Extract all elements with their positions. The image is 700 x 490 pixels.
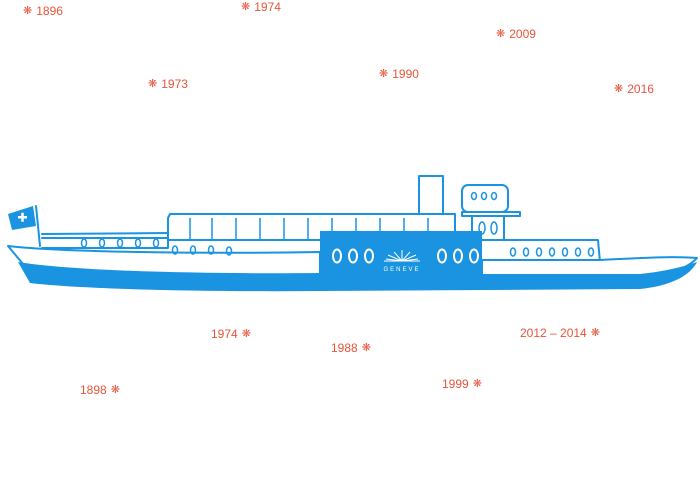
rear-cabin [41, 237, 169, 249]
year-marker-1999[interactable]: 1999 ❋ [442, 377, 482, 391]
sunburst-emblem [384, 250, 420, 262]
star-icon: ❋ [472, 378, 482, 390]
star-icon: ❋ [241, 1, 251, 13]
year-marker-1974-bottom[interactable]: 1974 ❋ [211, 327, 251, 341]
star-icon: ❋ [23, 5, 33, 17]
year-label: 1973 [161, 77, 188, 91]
star-icon: ❋ [614, 83, 624, 95]
chimney [418, 175, 444, 215]
star-icon: ❋ [110, 384, 120, 396]
year-label: 1988 [331, 341, 358, 355]
rear-portholes [80, 238, 233, 256]
year-marker-1974-top[interactable]: ❋ 1974 [241, 0, 281, 14]
year-label: 1999 [442, 377, 469, 391]
star-icon: ❋ [148, 78, 158, 90]
year-marker-1973[interactable]: ❋ 1973 [148, 77, 188, 91]
ship-name-plate: GENEVE [383, 267, 420, 273]
year-label: 1896 [36, 4, 63, 18]
flag-pole [35, 205, 41, 247]
year-label: 1898 [80, 383, 107, 397]
star-icon: ❋ [496, 28, 506, 40]
year-marker-2016[interactable]: ❋ 2016 [614, 82, 654, 96]
year-marker-1990[interactable]: ❋ 1990 [379, 67, 419, 81]
year-label: 1990 [392, 67, 419, 81]
paddle-box-portholes [332, 248, 479, 264]
year-marker-1988[interactable]: 1988 ❋ [331, 341, 371, 355]
rear-rail-top [41, 232, 169, 235]
forward-portholes [509, 247, 595, 257]
year-label: 1974 [254, 0, 281, 14]
year-label: 2009 [509, 27, 536, 41]
year-marker-2009[interactable]: ❋ 2009 [496, 27, 536, 41]
year-label: 2012 – 2014 [520, 326, 587, 340]
swiss-cross-icon [8, 206, 36, 230]
year-label: 2016 [627, 82, 654, 96]
star-icon: ❋ [379, 68, 389, 80]
star-icon: ❋ [361, 342, 371, 354]
star-icon: ❋ [590, 327, 600, 339]
year-marker-2012-2014[interactable]: 2012 – 2014 ❋ [520, 326, 600, 340]
year-marker-1896[interactable]: ❋ 1896 [23, 4, 63, 18]
year-label: 1974 [211, 327, 238, 341]
star-icon: ❋ [241, 328, 251, 340]
year-marker-1898[interactable]: 1898 ❋ [80, 383, 120, 397]
